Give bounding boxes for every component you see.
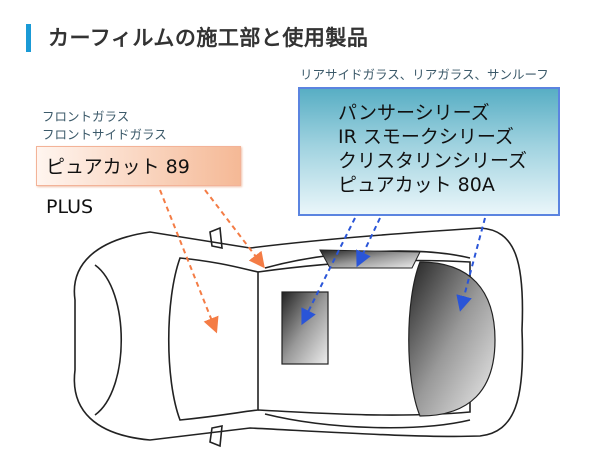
front-arrow-side — [204, 189, 265, 269]
label-front-glass: フロントガラス — [42, 109, 130, 124]
rear-arrow-sunroof — [301, 217, 356, 326]
front-arrow-windshield — [159, 189, 219, 334]
side-window-bottom — [264, 413, 471, 429]
rear-arrow-rear — [456, 217, 486, 312]
product-panther: パンサーシリーズ — [338, 102, 490, 124]
mirror-right — [209, 425, 223, 448]
label-front-side-glass: フロントサイドガラス — [42, 127, 167, 142]
rear-product-box: パンサーシリーズ IR スモークシリーズ クリスタリンシリーズ ピュアカット 8… — [298, 87, 560, 216]
mirror-left — [209, 226, 223, 249]
windshield-outline — [168, 257, 259, 421]
sunroof-glass — [281, 291, 329, 365]
rear-glass — [408, 261, 496, 417]
front-glass-labels: フロントガラス フロントサイドガラス — [42, 108, 167, 144]
product-crystalline: クリスタリンシリーズ — [338, 150, 528, 172]
front-product-box: ピュアカット 89 PLUS — [36, 146, 241, 218]
title-accent-bar — [26, 24, 31, 52]
label-rear-glass: リアサイドガラス、リアガラス、サンルーフ — [300, 67, 549, 82]
rear-arrow-side — [356, 217, 381, 268]
hood-line — [94, 264, 123, 416]
page-title: カーフィルムの施工部と使用製品 — [48, 26, 369, 50]
product-purecut-80a: ピュアカット 80A — [338, 174, 495, 196]
product-ir-smoke: IR スモークシリーズ — [338, 126, 514, 148]
